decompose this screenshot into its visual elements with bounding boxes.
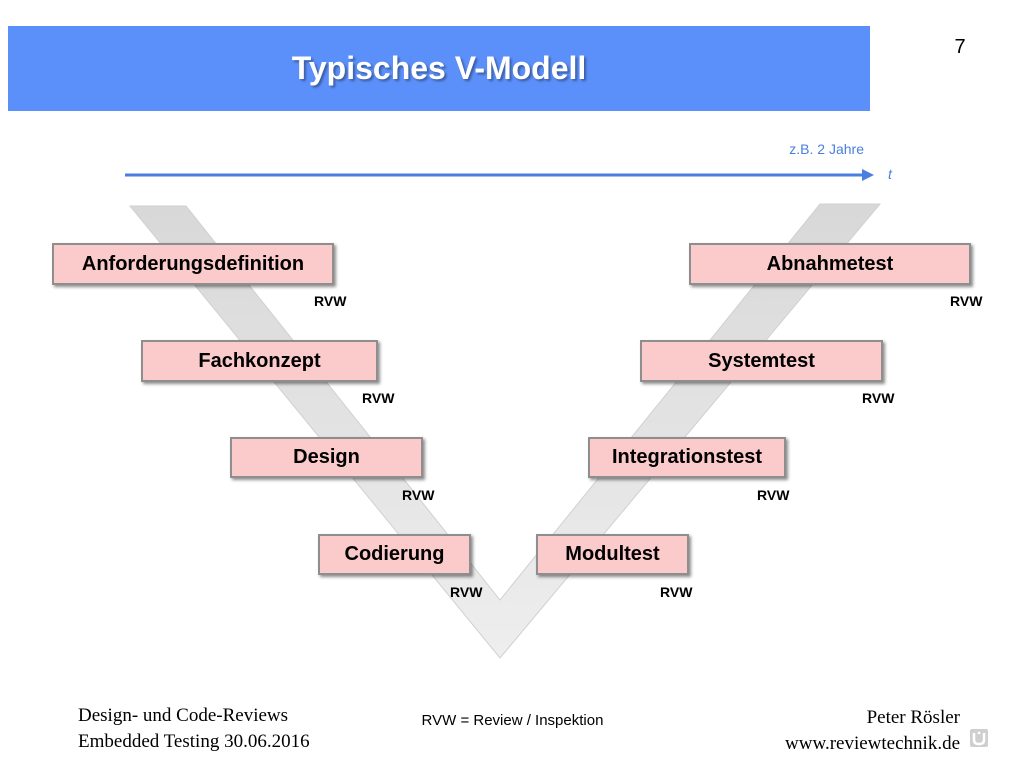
review-marker: RVW bbox=[362, 390, 395, 406]
phase-systemtest: Systemtest bbox=[640, 340, 883, 382]
phase-abnahmetest: Abnahmetest bbox=[689, 243, 971, 285]
phase-codierung: Codierung bbox=[318, 534, 471, 575]
review-marker: RVW bbox=[314, 293, 347, 309]
timeline-axis-label: t bbox=[888, 166, 892, 182]
phase-integrationstest: Integrationstest bbox=[588, 437, 786, 478]
footer-talk-title: Design- und Code-Reviews bbox=[78, 705, 289, 726]
review-marker: RVW bbox=[402, 487, 435, 503]
phase-design: Design bbox=[230, 437, 423, 478]
review-marker: RVW bbox=[757, 487, 790, 503]
review-marker: RVW bbox=[450, 584, 483, 600]
footer-event-info: Design- und Code-Reviews Embedded Testin… bbox=[78, 703, 310, 755]
footer-author: Peter Rösler bbox=[866, 707, 960, 728]
footer-author-info: Peter Rösler www.reviewtechnik.de bbox=[785, 705, 960, 757]
page-number: 7 bbox=[954, 36, 966, 58]
review-marker: RVW bbox=[950, 293, 983, 309]
phase-modultest: Modultest bbox=[536, 534, 689, 575]
footer-website: www.reviewtechnik.de bbox=[785, 733, 960, 754]
slide-title: Typisches V-Modell bbox=[291, 50, 587, 86]
reviewtechnik-logo-icon bbox=[970, 729, 988, 747]
footer-legend: RVW = Review / Inspektion bbox=[421, 712, 604, 729]
timeline-duration-label: z.B. 2 Jahre bbox=[789, 141, 864, 157]
phase-fachkonzept: Fachkonzept bbox=[141, 340, 378, 382]
footer-event-date: Embedded Testing 30.06.2016 bbox=[78, 731, 310, 752]
title-bar: Typisches V-Modell bbox=[8, 26, 870, 111]
review-marker: RVW bbox=[862, 390, 895, 406]
review-marker: RVW bbox=[660, 584, 693, 600]
phase-anforderungsdefinition: Anforderungsdefinition bbox=[52, 243, 334, 285]
